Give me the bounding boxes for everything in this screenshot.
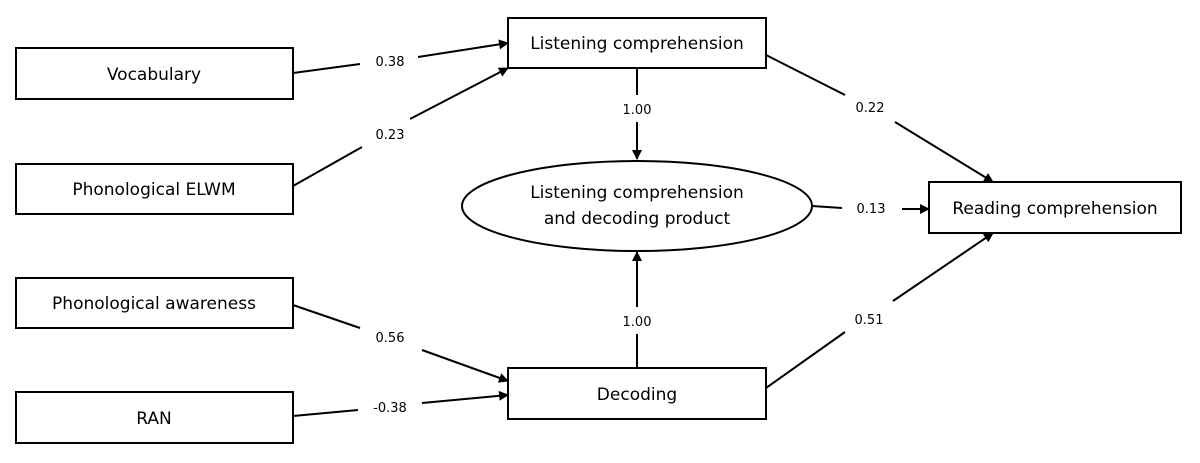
- node-phonological-awareness: Phonological awareness: [15, 277, 294, 329]
- node-phonological-awareness-label: Phonological awareness: [52, 294, 256, 314]
- node-vocabulary-label: Vocabulary: [107, 65, 201, 85]
- node-decoding: Decoding: [507, 367, 767, 420]
- node-ran-label: RAN: [136, 409, 171, 429]
- label-ran-to-decoding: -0.38: [373, 401, 407, 416]
- node-phonological-elwm-label: Phonological ELWM: [72, 180, 235, 200]
- node-decoding-label: Decoding: [597, 385, 677, 405]
- edge-decoding-to-product: 1.00: [623, 251, 652, 368]
- node-listening-comprehension: Listening comprehension: [507, 17, 767, 69]
- node-reading-comprehension: Reading comprehension: [928, 181, 1182, 234]
- edge-awareness-to-decoding: 0.56: [292, 304, 509, 383]
- label-decoding-to-product: 1.00: [623, 315, 652, 330]
- label-vocabulary-to-listening: 0.38: [376, 55, 405, 70]
- node-product-label-line1: Listening comprehension: [530, 183, 744, 203]
- label-awareness-to-decoding: 0.56: [376, 331, 405, 346]
- edge-decoding-to-reading: 0.51: [765, 232, 994, 389]
- label-listening-to-reading: 0.22: [856, 101, 885, 116]
- label-elwm-to-listening: 0.23: [376, 128, 405, 143]
- node-vocabulary: Vocabulary: [15, 47, 294, 100]
- edge-listening-to-reading: 0.22: [765, 54, 994, 183]
- node-product-label-line2: and decoding product: [544, 209, 731, 229]
- edge-listening-to-product: 1.00: [623, 68, 652, 160]
- node-listening-comprehension-label: Listening comprehension: [530, 34, 744, 54]
- edge-product-to-reading: 0.13: [811, 202, 930, 217]
- label-decoding-to-reading: 0.51: [855, 313, 884, 328]
- edge-ran-to-decoding: -0.38: [292, 390, 509, 417]
- edge-elwm-to-listening: 0.23: [292, 67, 509, 187]
- label-listening-to-product: 1.00: [623, 103, 652, 118]
- edge-vocabulary-to-listening: 0.38: [292, 39, 509, 74]
- label-product-to-reading: 0.13: [857, 202, 886, 217]
- node-ran: RAN: [15, 391, 294, 444]
- node-listening-decoding-product: Listening comprehension and decoding pro…: [461, 160, 813, 252]
- node-reading-comprehension-label: Reading comprehension: [952, 199, 1157, 219]
- node-phonological-elwm: Phonological ELWM: [15, 163, 294, 215]
